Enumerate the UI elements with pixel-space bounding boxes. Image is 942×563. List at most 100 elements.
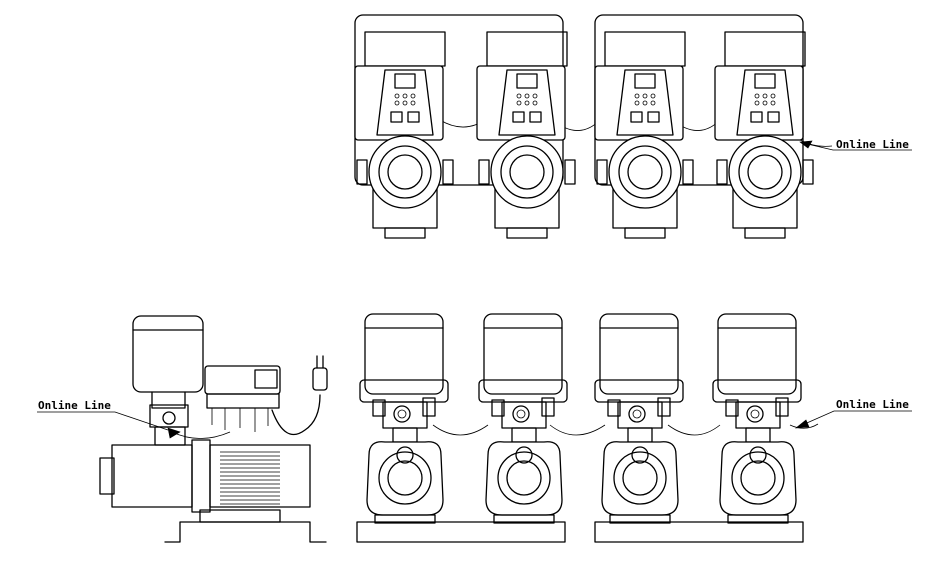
top-button-icon xyxy=(532,100,538,106)
top-button-icon xyxy=(650,100,656,106)
top-volute xyxy=(608,135,682,209)
side-motor-cap xyxy=(99,457,115,495)
front-top-port xyxy=(631,446,649,464)
front-valve-core xyxy=(750,409,760,419)
side-controller-panel xyxy=(254,369,278,389)
front-foot xyxy=(374,514,436,524)
front-impeller xyxy=(622,460,658,496)
top-switch xyxy=(512,111,525,123)
top-button-icon xyxy=(402,93,408,99)
front-cable xyxy=(432,423,819,436)
top-motor-cap xyxy=(486,31,568,67)
top-display xyxy=(754,73,776,89)
front-foot xyxy=(609,514,671,524)
top-display xyxy=(394,73,416,89)
front-impeller-ring xyxy=(613,451,667,505)
front-impeller xyxy=(740,460,776,496)
front-pump-unit xyxy=(594,313,684,524)
leader-arrow-icon xyxy=(795,419,810,429)
top-volute-inner xyxy=(618,145,672,199)
top-volute-inner xyxy=(378,145,432,199)
front-valve-port xyxy=(512,405,530,423)
side-view xyxy=(99,315,328,543)
front-gauge-right xyxy=(541,397,555,417)
top-button-icon xyxy=(762,100,768,106)
online-line-label: Online Line xyxy=(836,398,909,411)
top-volute xyxy=(728,135,802,209)
top-switch xyxy=(390,111,403,123)
front-neck xyxy=(745,427,771,443)
top-cable xyxy=(439,117,833,147)
leader-bottom-right xyxy=(799,410,912,427)
top-button-icon xyxy=(754,100,760,106)
top-control-panel xyxy=(736,69,794,136)
top-switch xyxy=(767,111,780,123)
front-base-left xyxy=(356,521,566,543)
top-pump-foot xyxy=(506,227,548,239)
top-volute xyxy=(368,135,442,209)
top-port-left xyxy=(356,159,368,185)
top-pump-unit xyxy=(476,31,576,239)
top-button-icon xyxy=(524,100,530,106)
side-tank xyxy=(132,315,204,393)
top-view xyxy=(354,14,833,239)
online-line-label-bottom: Online Line xyxy=(795,398,912,429)
power-cord xyxy=(271,394,321,436)
top-port-right xyxy=(682,159,694,185)
top-port-left xyxy=(716,159,728,185)
front-tank xyxy=(364,313,444,395)
leader-left xyxy=(37,411,169,431)
front-foot xyxy=(493,514,555,524)
front-top-port xyxy=(515,446,533,464)
top-button-icon xyxy=(524,93,530,99)
leader-top-right xyxy=(802,142,912,151)
side-flange xyxy=(191,439,211,513)
top-button-icon xyxy=(516,100,522,106)
front-pump-unit xyxy=(478,313,568,524)
side-conduits xyxy=(211,408,269,432)
top-button-icon xyxy=(394,100,400,106)
top-button-icon xyxy=(754,93,760,99)
front-gauge-left xyxy=(607,399,621,417)
top-volute-eye xyxy=(627,154,663,190)
top-button-icon xyxy=(394,93,400,99)
top-motor-cap xyxy=(724,31,806,67)
top-port-left xyxy=(478,159,490,185)
top-pump-foot xyxy=(384,227,426,239)
front-impeller-ring xyxy=(497,451,551,505)
top-volute-inner xyxy=(500,145,554,199)
top-button-icon xyxy=(634,93,640,99)
front-gauge-right xyxy=(422,397,436,417)
top-volute-inner xyxy=(738,145,792,199)
side-base xyxy=(164,521,327,543)
front-impeller-ring xyxy=(378,451,432,505)
top-switch xyxy=(647,111,660,123)
front-gauge-left xyxy=(372,399,386,417)
online-line-label: Online Line xyxy=(836,138,909,151)
top-button-icon xyxy=(650,93,656,99)
front-top-port xyxy=(396,446,414,464)
top-display xyxy=(516,73,538,89)
online-line-label-left: Online Line xyxy=(37,399,169,431)
top-pump-foot xyxy=(744,227,786,239)
front-pump-unit xyxy=(359,313,449,524)
front-base-right xyxy=(594,521,804,543)
top-button-icon xyxy=(402,100,408,106)
top-pump-unit xyxy=(594,31,694,239)
front-valve-port xyxy=(746,405,764,423)
top-pump-foot xyxy=(624,227,666,239)
front-neck xyxy=(392,427,418,443)
top-switch xyxy=(630,111,643,123)
top-port-right xyxy=(802,159,814,185)
top-port-right xyxy=(564,159,576,185)
top-button-icon xyxy=(516,93,522,99)
top-button-icon xyxy=(642,93,648,99)
front-foot xyxy=(727,514,789,524)
side-controller-base xyxy=(206,393,280,409)
front-pump-unit xyxy=(712,313,802,524)
side-arrow-icon xyxy=(167,427,181,439)
top-button-icon xyxy=(770,93,776,99)
front-valve-core xyxy=(632,409,642,419)
top-motor-cap xyxy=(364,31,446,67)
